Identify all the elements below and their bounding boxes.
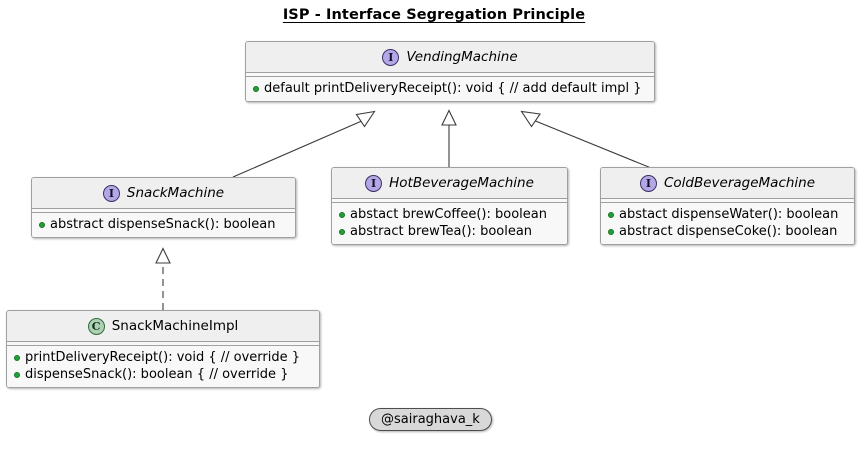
uml-header-snack-machine-impl: C SnackMachineImpl [7,311,319,342]
uml-divider [246,73,654,77]
uml-header-vending-machine: I VendingMachine [246,42,654,73]
uml-class-name: SnackMachineImpl [111,318,239,334]
uml-member-label: abstact brewCoffee(): boolean [350,207,547,222]
uml-divider [7,342,319,346]
visibility-public-icon [253,85,259,92]
uml-members-snack-machine-impl: printDeliveryReceipt(): void { // overri… [7,346,319,387]
uml-divider [32,209,295,213]
uml-member-label: printDeliveryReceipt(): void { // overri… [25,350,301,365]
uml-class-name: SnackMachine [126,185,225,201]
relationship-snack-machine-impl-to-snack-machine [155,247,171,310]
uml-member-row: dispenseSnack(): boolean { // override } [7,366,319,383]
uml-divider [601,199,854,203]
uml-member-row: abstract dispenseCoke(): boolean [601,223,854,240]
uml-member-row: abstact brewCoffee(): boolean [332,206,567,223]
visibility-public-icon [14,354,20,361]
uml-member-label: default printDeliveryReceipt(): void { /… [264,81,642,96]
uml-class-name: VendingMachine [406,49,518,65]
uml-member-row: printDeliveryReceipt(): void { // overri… [7,349,319,366]
class-icon: C [87,317,105,335]
uml-class-name: HotBeverageMachine [389,175,534,191]
uml-member-row: abstact dispenseWater(): boolean [601,206,854,223]
relationship-hot-beverage-machine-to-vending-machine [441,109,457,167]
uml-divider [332,199,567,203]
author-badge-label: @sairaghava_k [381,412,480,427]
interface-icon: I [365,174,383,192]
visibility-public-icon [14,371,20,378]
uml-class-snack-machine-impl[interactable]: C SnackMachineImpl printDeliveryReceipt(… [6,310,320,388]
uml-member-label: abstract dispenseCoke(): boolean [619,224,838,239]
visibility-public-icon [39,221,45,228]
interface-icon: I [102,184,120,202]
author-badge: @sairaghava_k [369,408,492,431]
uml-member-row: abstract dispenseSnack(): boolean [32,216,295,233]
uml-class-snack-machine[interactable]: I SnackMachine abstract dispenseSnack():… [31,177,296,238]
visibility-public-icon [339,228,345,235]
uml-header-cold-beverage-machine: I ColdBeverageMachine [601,168,854,199]
uml-member-label: dispenseSnack(): boolean { // override } [25,367,289,382]
uml-members-vending-machine: default printDeliveryReceipt(): void { /… [246,77,654,101]
uml-class-hot-beverage-machine[interactable]: I HotBeverageMachine abstact brewCoffee(… [331,167,568,245]
uml-class-cold-beverage-machine[interactable]: I ColdBeverageMachine abstact dispenseWa… [600,167,855,245]
visibility-public-icon [608,228,614,235]
visibility-public-icon [339,211,345,218]
uml-member-row: default printDeliveryReceipt(): void { /… [246,80,654,97]
uml-members-snack-machine: abstract dispenseSnack(): boolean [32,213,295,237]
uml-member-label: abstact dispenseWater(): boolean [619,207,839,222]
visibility-public-icon [608,211,614,218]
uml-members-hot-beverage-machine: abstact brewCoffee(): boolean abstract b… [332,203,567,244]
uml-member-row: abstract brewTea(): boolean [332,223,567,240]
interface-icon: I [382,48,400,66]
uml-member-label: abstract brewTea(): boolean [350,224,533,239]
uml-class-vending-machine[interactable]: I VendingMachine default printDeliveryRe… [245,41,655,102]
uml-header-snack-machine: I SnackMachine [32,178,295,209]
interface-icon: I [639,174,657,192]
uml-members-cold-beverage-machine: abstact dispenseWater(): boolean abstrac… [601,203,854,244]
uml-member-label: abstract dispenseSnack(): boolean [50,217,276,232]
page-title: ISP - Interface Segregation Principle [282,7,586,23]
uml-header-hot-beverage-machine: I HotBeverageMachine [332,168,567,199]
relationship-cold-beverage-machine-to-vending-machine [520,110,657,171]
uml-class-name: ColdBeverageMachine [663,175,816,191]
